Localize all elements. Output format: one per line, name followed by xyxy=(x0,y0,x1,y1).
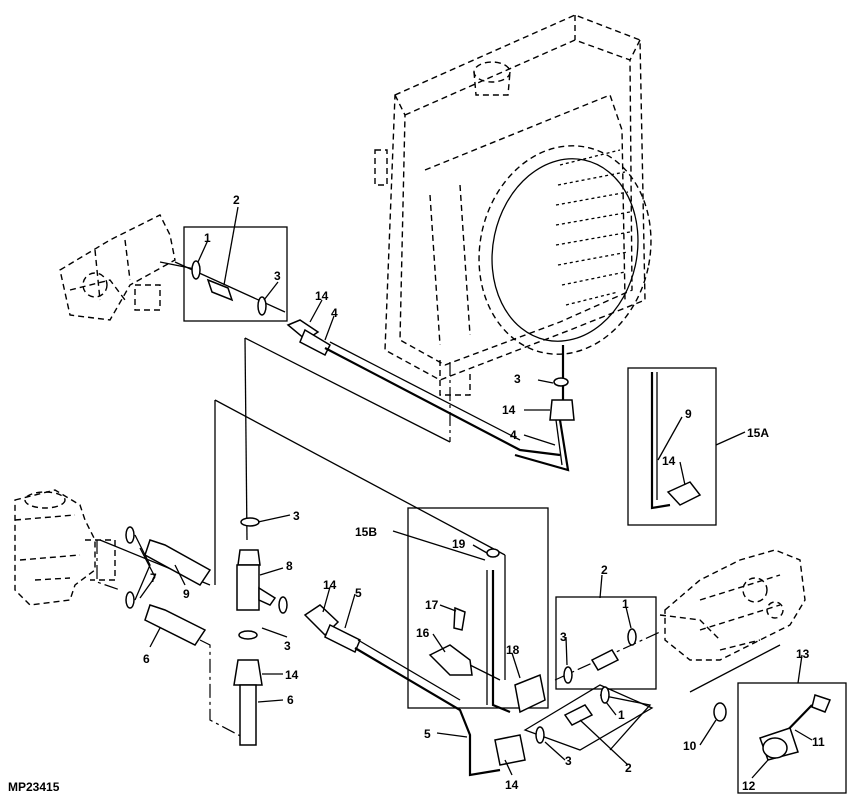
callout-4-upper: 4 xyxy=(331,306,338,320)
detail-box-13 xyxy=(713,682,847,794)
callout-16: 16 xyxy=(416,626,430,640)
callout-2-upper: 2 xyxy=(233,193,240,207)
callout-10: 10 xyxy=(683,739,697,753)
callout-12: 12 xyxy=(742,779,756,793)
callout-6-tee: 6 xyxy=(287,693,294,707)
detail-box-2-bottom xyxy=(494,684,654,766)
callout-13: 13 xyxy=(796,647,810,661)
callout-7: 7 xyxy=(150,571,157,585)
callout-3-bottom: 3 xyxy=(565,754,572,768)
callout-1-upper: 1 xyxy=(204,231,211,245)
callout-14-15a: 14 xyxy=(662,454,676,468)
callout-11: 11 xyxy=(812,735,825,749)
callout-14-upper: 14 xyxy=(315,289,329,303)
callout-5-bottom: 5 xyxy=(424,727,431,741)
callout-6-left: 6 xyxy=(143,652,150,666)
detail-box-15b xyxy=(407,507,549,714)
callout-1-bottom: 1 xyxy=(618,708,625,722)
callout-3-right: 3 xyxy=(514,372,521,386)
callout-leaders xyxy=(139,206,813,779)
callout-labels: 2 1 3 14 4 3 14 4 9 15A 14 3 15B 19 8 7 … xyxy=(143,193,825,793)
callout-4-right: 4 xyxy=(510,428,517,442)
tee-fitting-assembly xyxy=(233,517,288,746)
callout-17: 17 xyxy=(425,598,439,612)
callout-8: 8 xyxy=(286,559,293,573)
callout-3-upper: 3 xyxy=(274,269,281,283)
callout-14-right: 14 xyxy=(502,403,516,417)
callout-19: 19 xyxy=(452,537,466,551)
callout-3-tee-lower: 3 xyxy=(284,639,291,653)
callout-14-bottom: 14 xyxy=(505,778,519,792)
callout-9-left: 9 xyxy=(183,587,190,601)
callout-3-tee: 3 xyxy=(293,509,300,523)
callout-18: 18 xyxy=(506,643,520,657)
callout-5-center: 5 xyxy=(355,586,362,600)
valve-block-lower-right xyxy=(659,549,806,661)
left-fittings xyxy=(125,526,212,646)
callout-15a: 15A xyxy=(747,426,769,440)
right-upright-tube xyxy=(514,345,575,472)
callout-2-lower: 2 xyxy=(601,563,608,577)
callout-14-tee: 14 xyxy=(285,668,299,682)
valve-block-lower-left xyxy=(14,489,116,606)
callout-2-bottom: 2 xyxy=(625,761,632,775)
upper-fitting-and-tube xyxy=(286,319,561,457)
valve-block-upper-left xyxy=(59,214,201,321)
callout-3-lower: 3 xyxy=(560,630,567,644)
detail-box-15a xyxy=(627,367,717,526)
detail-box-2-upper xyxy=(174,226,288,322)
callout-14-center: 14 xyxy=(323,578,337,592)
detail-box-2-lower xyxy=(555,596,657,690)
callout-9-15a: 9 xyxy=(685,407,692,421)
callout-1-lower: 1 xyxy=(622,597,629,611)
callout-15b: 15B xyxy=(355,525,377,539)
center-fitting-tube-5 xyxy=(303,604,501,777)
figure-reference: MP23415 xyxy=(8,780,60,794)
routing-leader-lines xyxy=(96,337,781,751)
radiator-assembly xyxy=(374,14,652,396)
